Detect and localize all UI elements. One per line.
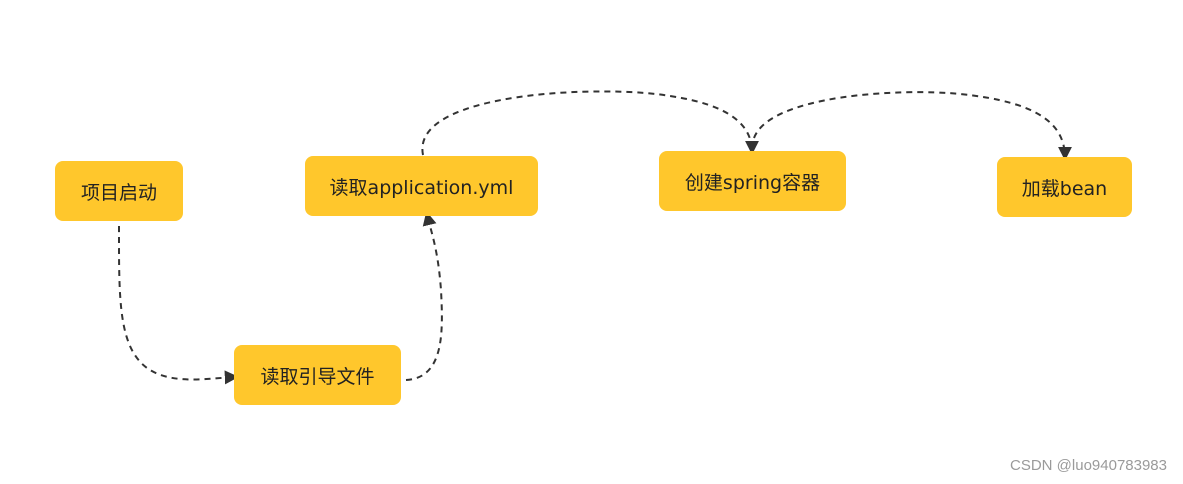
node-project-start: 项目启动 <box>55 161 183 221</box>
node-load-bean: 加载bean <box>997 157 1132 217</box>
watermark: CSDN @luo940783983 <box>1010 457 1167 474</box>
node-project-start-label: 项目启动 <box>80 181 157 204</box>
edge-spring-to-bean <box>753 91 1072 161</box>
edge-start-to-boot <box>117 225 239 385</box>
node-load-bean-label: 加载bean <box>1021 177 1108 200</box>
node-read-bootstrap-file: 读取引导文件 <box>234 345 401 405</box>
edge-yml-to-spring <box>421 90 759 156</box>
edge-boot-to-yml <box>405 211 443 381</box>
node-read-bootstrap-file-label: 读取引导文件 <box>260 365 375 388</box>
node-read-application-yml: 读取application.yml <box>305 156 538 216</box>
node-create-spring-container-label: 创建spring容器 <box>684 171 821 194</box>
node-create-spring-container: 创建spring容器 <box>659 151 846 211</box>
node-read-application-yml-label: 读取application.yml <box>329 176 514 199</box>
